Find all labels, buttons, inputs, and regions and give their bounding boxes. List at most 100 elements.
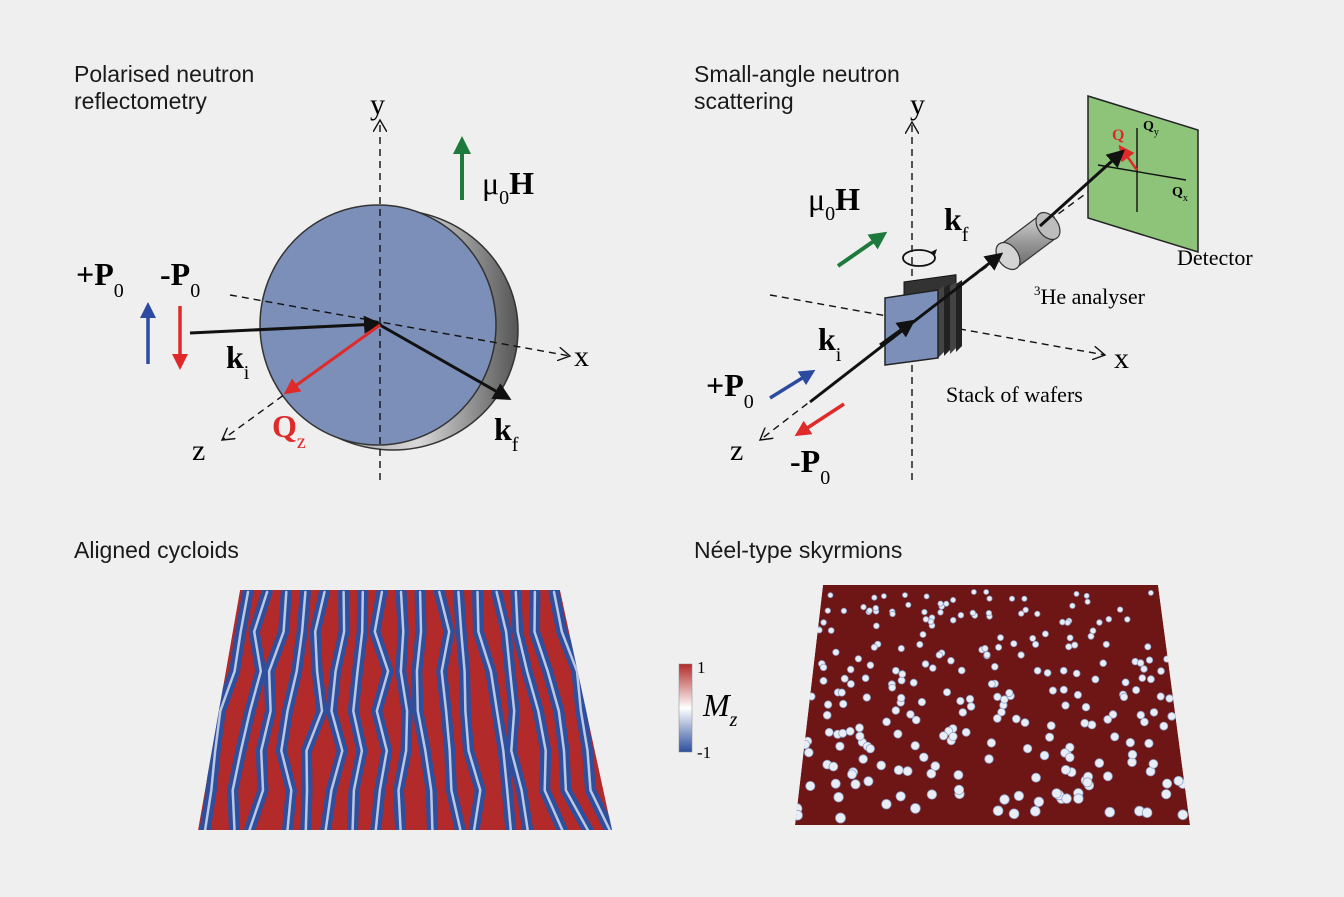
skyrmion-dot — [1022, 743, 1033, 754]
skyrmion-dot — [1094, 758, 1105, 768]
skyrmion-dot — [855, 731, 865, 741]
skyrmion-dot — [997, 634, 1004, 641]
skyrmion-dot — [1167, 711, 1176, 721]
skyrmion-dot — [1064, 619, 1071, 626]
skyrmion-dot — [1138, 674, 1147, 682]
sans-title-line1: Small-angle neutron — [694, 61, 900, 87]
skyrmion-dot — [984, 754, 994, 764]
skyrmion-dot — [935, 651, 943, 659]
skyrmion-dot — [858, 754, 868, 764]
svg-text:Qz: Qz — [272, 408, 306, 453]
skyrmion-dot — [985, 609, 993, 617]
skyrmion-dot — [1073, 690, 1082, 699]
pnr-ki-label: k — [226, 339, 244, 375]
skyrmion-dot — [1165, 694, 1174, 703]
svg-text:+P0: +P0 — [76, 256, 124, 302]
svg-text:μ0H: μ0H — [482, 165, 534, 209]
skyrmion-dot — [835, 812, 846, 824]
skyrmion-dot — [992, 714, 1002, 723]
cycloid-stripe — [397, 590, 409, 830]
skyrmion-dot — [943, 688, 952, 697]
skyrmion-dot — [897, 693, 906, 703]
skyrmion-dot — [897, 645, 905, 653]
skyrmion-dot — [1043, 669, 1052, 677]
pnr-qz-sub: z — [297, 431, 306, 453]
cycloid-stripe — [533, 590, 590, 830]
svg-text:ki: ki — [226, 339, 250, 384]
skyrmion-dot — [1084, 598, 1091, 605]
skyrmion-dot — [1020, 718, 1030, 727]
detector-qy-label: Q — [1143, 119, 1154, 134]
skyrmion-dot — [987, 680, 996, 688]
skyrmion-dot — [937, 609, 944, 616]
pnr-pol-minus-sub: 0 — [190, 280, 200, 302]
skyrmion-dot — [1144, 738, 1154, 749]
skyrmion-dot — [1065, 643, 1073, 651]
skyrmion-dot — [983, 651, 991, 659]
skyrmion-dot — [1104, 806, 1116, 818]
svg-text:kf: kf — [944, 201, 969, 246]
skyrmion-dot — [822, 710, 832, 720]
skyrmion-dot — [999, 794, 1010, 805]
skyrmion-dot — [916, 641, 924, 649]
cycloid-stripe — [351, 590, 365, 830]
skyrmion-dot — [1009, 595, 1016, 602]
cycloid-stripe — [457, 590, 482, 830]
skyrmion-dot — [871, 594, 878, 601]
skyrmions-title: Néel-type skyrmions — [694, 537, 902, 563]
pnr-pol-minus: -P — [160, 256, 190, 292]
skyrmion-dot — [872, 604, 879, 612]
detector-label: Detector — [1177, 245, 1253, 270]
skyrmion-dot — [828, 761, 839, 772]
cycloid-stripe — [415, 590, 434, 830]
skyrmion-dot — [1051, 788, 1062, 799]
skyrmion-dot — [897, 676, 906, 685]
skyrmion-dot — [1096, 619, 1103, 626]
skyrmion-dot — [1011, 714, 1021, 724]
skyrmion-dot — [1105, 616, 1112, 623]
skyrmion-dot — [902, 592, 908, 598]
pnr-panel: Polarised neutron reflectometry y x z μ0… — [74, 61, 589, 480]
skyrmion-dot — [893, 729, 903, 739]
colorbar-max: 1 — [697, 658, 706, 677]
wafer-stack — [884, 274, 962, 366]
cycloids-title: Aligned cycloids — [74, 537, 239, 563]
skyrmion-dot — [1103, 715, 1112, 724]
skyrmion-dot — [919, 631, 927, 638]
pnr-title-line2: reflectometry — [74, 88, 207, 114]
skyrmion-dot — [1177, 809, 1189, 821]
sans-z-axis — [760, 322, 913, 440]
skyrmion-dot — [1161, 789, 1172, 800]
svg-text:3He analyser: 3He analyser — [1034, 283, 1146, 309]
skyrmion-dot — [965, 694, 975, 704]
skyrmion-dot — [835, 741, 845, 751]
skyrmion-dot — [1034, 610, 1041, 618]
skyrmion-dot — [992, 805, 1004, 817]
skyrmion-dot — [1018, 610, 1025, 617]
skyrmion-dot — [1145, 656, 1154, 664]
skyrmion-dot — [1127, 749, 1138, 760]
skyrmion-dot — [840, 607, 848, 615]
skyrmion-dot — [1000, 695, 1009, 704]
skyrmion-dot — [1132, 686, 1141, 695]
skyrmion-dot — [961, 727, 971, 737]
skyrmion-dot — [939, 731, 949, 741]
skyrmion-dot — [819, 663, 828, 672]
skyrmion-dot — [804, 747, 814, 758]
svg-text:-P0: -P0 — [160, 256, 200, 302]
skyrmion-dot — [1081, 703, 1091, 712]
skyrmion-dot — [957, 612, 965, 619]
skyrmion-dot — [906, 710, 915, 719]
detector-qy-sub: y — [1154, 127, 1159, 138]
skyrmion-dot — [1159, 721, 1169, 731]
skyrmion-dot — [1108, 710, 1118, 719]
pnr-x-axis — [229, 294, 570, 356]
skyrmion-dot — [1021, 595, 1028, 602]
sans-pol-plus-sub: 0 — [744, 391, 754, 413]
skyrmion-dot — [1042, 630, 1049, 638]
skyrmion-dot — [891, 666, 900, 675]
skyrmion-dot — [881, 593, 887, 599]
cycloid-stripe — [304, 590, 326, 830]
pnr-kf-arrow — [379, 323, 512, 400]
pnr-field-H: H — [509, 165, 534, 201]
